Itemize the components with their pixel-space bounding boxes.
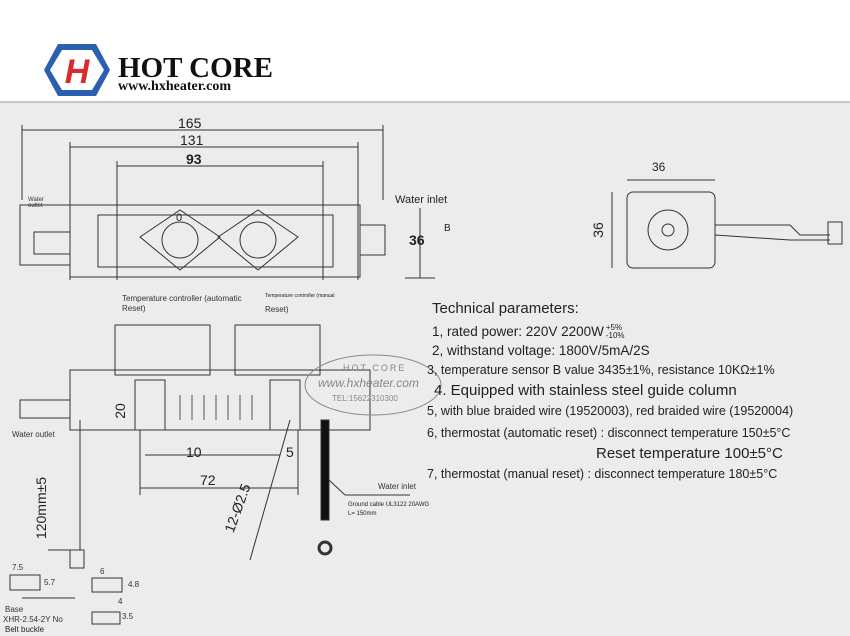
top-water-inlet: Water inlet bbox=[395, 194, 448, 206]
conn-model: XHR-2.54-2Y No bbox=[3, 615, 63, 624]
tech-item-5: 5, with blue braided wire (19520003), re… bbox=[427, 404, 794, 418]
tech-item-7: 7, thermostat (manual reset) : disconnec… bbox=[427, 467, 778, 481]
conn-dim-7-5: 7.5 bbox=[12, 563, 24, 572]
dim-20: 20 bbox=[111, 403, 128, 419]
brand-name: HOT CORE bbox=[118, 52, 273, 84]
tech-item-1: 1, rated power: 220V 2200W+5%-10% bbox=[432, 324, 625, 340]
header bbox=[0, 0, 850, 102]
conn-dim-3-5: 3.5 bbox=[122, 612, 134, 621]
temp-auto-label: Temperature controller (automatic bbox=[122, 294, 242, 303]
watermark-tel: TEL:15622310300 bbox=[332, 394, 398, 403]
tech-item-2: 2, withstand voltage: 1800V/5mA/2S bbox=[432, 343, 650, 358]
wire-length: 120mm±5 bbox=[33, 476, 50, 540]
tech-item-reset: Reset temperature 100±5°C bbox=[596, 445, 783, 462]
tech-title: Technical parameters: bbox=[432, 300, 579, 317]
tech-item-6: 6, thermostat (automatic reset) : discon… bbox=[427, 426, 791, 440]
front-water-outlet: Water outlet bbox=[12, 430, 55, 439]
conn-dim-4: 4 bbox=[118, 597, 123, 606]
conn-base: Base bbox=[5, 605, 24, 614]
zero-label: 0 bbox=[176, 212, 183, 224]
dim-height: 36 bbox=[409, 232, 425, 248]
logo-hexagon-icon: H bbox=[44, 44, 110, 96]
dim-72: 72 bbox=[200, 472, 216, 488]
tolerance-minus: -10% bbox=[605, 331, 625, 341]
temp-auto-label-2: Reset) bbox=[122, 304, 146, 313]
front-water-inlet: Water inlet bbox=[378, 482, 416, 491]
conn-dim-5-7: 5.7 bbox=[44, 578, 56, 587]
b-label: B bbox=[444, 223, 451, 234]
svg-text:H: H bbox=[65, 53, 91, 91]
temp-manual-label-2: Reset) bbox=[265, 305, 289, 314]
side-height: 36 bbox=[589, 222, 606, 238]
top-water-outlet: Water outlet bbox=[28, 197, 44, 209]
tech-item-4: 4. Equipped with stainless steel guide c… bbox=[434, 382, 737, 399]
side-width: 36 bbox=[652, 160, 666, 174]
brand-url: www.hxheater.com bbox=[118, 79, 232, 94]
tech-item-3: 3, temperature sensor B value 3435±1%, r… bbox=[427, 363, 775, 377]
watermark-name: HOT CORE bbox=[343, 363, 407, 373]
dim-5: 5 bbox=[286, 444, 294, 460]
conn-dim-6: 6 bbox=[100, 567, 105, 576]
dim-inner: 93 bbox=[186, 151, 202, 167]
tolerance-plus: +5% bbox=[605, 323, 623, 333]
temp-manual-label: Temperature controller (manual bbox=[265, 293, 335, 299]
ground-length: L= 150mm bbox=[348, 511, 377, 517]
dim-middle: 131 bbox=[180, 132, 204, 148]
tech-item-text: 1, rated power: 220V 2200W bbox=[432, 324, 604, 339]
conn-buckle: Belt buckle bbox=[5, 625, 45, 634]
watermark-url: www.hxheater.com bbox=[318, 376, 419, 390]
dim-10: 10 bbox=[186, 444, 202, 460]
conn-dim-4-8: 4.8 bbox=[128, 580, 140, 589]
ground-cable: Ground cable UL3122 20AWG bbox=[348, 502, 430, 508]
dim-overall: 165 bbox=[178, 115, 202, 131]
